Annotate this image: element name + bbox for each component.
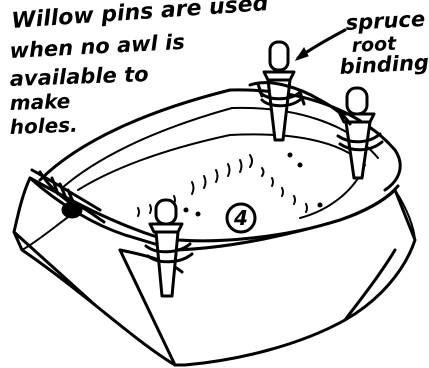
- spruce-root-line-3: binding: [339, 50, 429, 79]
- spruce-root-line-1: spruce: [345, 7, 426, 35]
- step-number-badge: 4: [227, 204, 255, 232]
- willow-pins-line-3: available to: [9, 62, 149, 91]
- willow-pins-line-1: Willow pins are used: [11, 0, 270, 34]
- willow-pins-line-5: holes.: [9, 113, 78, 139]
- willow-pins-line-4: make: [9, 89, 70, 115]
- willow-pins-line-2: when no awl is: [9, 30, 185, 63]
- spruce-root-label: spruce root binding: [339, 7, 429, 79]
- spruce-root-arrow: [296, 30, 345, 60]
- step-number: 4: [233, 206, 248, 230]
